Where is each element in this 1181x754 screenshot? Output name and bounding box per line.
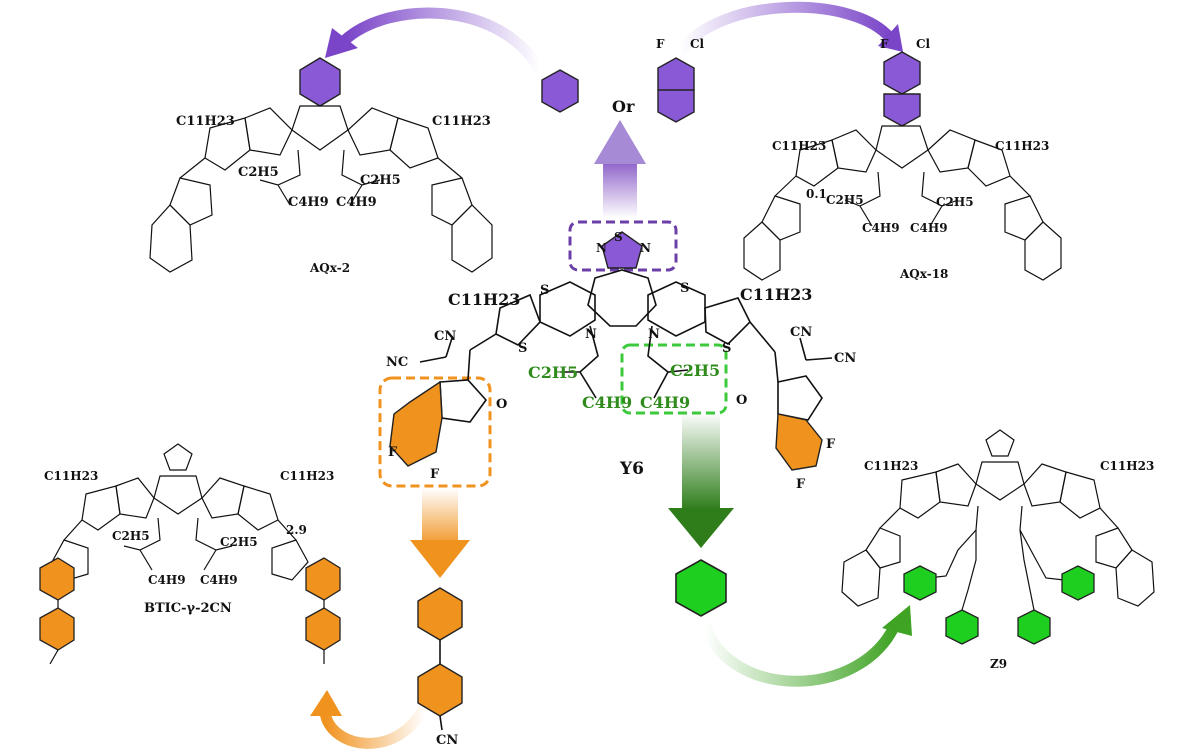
arrow-down-orange-shaft — [422, 488, 458, 548]
aqx18-chain-a-right: C2H5 — [936, 195, 974, 209]
y6-o-left: O — [496, 397, 507, 412]
y6-chain-right-ethyl: C2H5 — [670, 361, 720, 380]
aqx18-cl: Cl — [916, 37, 931, 51]
y6-atom-s-1: S — [540, 283, 549, 298]
y6-f-left-1: F — [388, 445, 398, 460]
aqx18-chain-b-right: C4H9 — [910, 221, 948, 235]
btic-name: BTIC-γ-2CN — [144, 601, 232, 616]
aqx18-alkyl-left: C11H23 — [772, 139, 826, 153]
btic-alkyl-right: C11H23 — [280, 469, 334, 483]
btic-chain-a-left: C2H5 — [112, 529, 150, 543]
arrow-head-aqx18 — [878, 24, 903, 52]
aqx18-name: AQx-18 — [899, 267, 948, 281]
y6-label: Y6 — [619, 459, 644, 479]
btic-marker: 2.9 — [286, 523, 307, 537]
z9-skeleton — [841, 429, 1155, 645]
arrow-up-shaft — [603, 162, 637, 218]
box-green — [620, 343, 728, 415]
btic-chain-a-right: C2H5 — [220, 535, 258, 549]
arrow-down-green-shaft — [682, 412, 720, 510]
aqx18-marker: 0.1 — [806, 187, 827, 201]
btic-chain-b-right: C4H9 — [200, 573, 238, 587]
y6-atom-n-thiadiazole-left: N — [596, 241, 607, 255]
arrow-curve-to-aqx18 — [675, 1, 895, 56]
aqx2-skeleton — [149, 57, 493, 273]
quinoxaline-f: F — [656, 37, 665, 51]
arrow-down-green-head — [668, 508, 734, 548]
arrow-curve-orange — [319, 702, 431, 749]
y6-chain-right-butyl: C4H9 — [640, 393, 690, 412]
arrow-head-orange — [310, 690, 342, 716]
y6-skeleton — [389, 231, 833, 471]
z9-alkyl-left: C11H23 — [864, 459, 918, 473]
aqx18-skeleton — [743, 51, 1062, 281]
biphenyl-cn: CN — [436, 733, 458, 748]
y6-atom-s-3: S — [680, 281, 689, 296]
y6-atom-s-thiadiazole: S — [614, 230, 623, 244]
y6-cn-right: CN — [834, 351, 856, 366]
y6-cn-left: CN — [434, 329, 456, 344]
aqx18-alkyl-right: C11H23 — [995, 139, 1049, 153]
y6-atom-n-thiadiazole-right: N — [640, 241, 651, 255]
y6-atom-n-right: N — [648, 327, 660, 342]
aqx18-chain-b-left: C4H9 — [862, 221, 900, 235]
arrow-curve-to-aqx2 — [341, 7, 545, 73]
aqx2-alkyl-left: C11H23 — [176, 114, 235, 129]
benzene — [675, 559, 727, 617]
y6-cn-right-top: CN — [790, 325, 812, 340]
biphenyl-nitrile — [417, 587, 463, 731]
aqx2-chain-b-left: C4H9 — [288, 195, 329, 210]
aqx2-chain-a-right: C2H5 — [360, 173, 401, 188]
aqx2-chain-b-right: C4H9 — [336, 195, 377, 210]
btic-skeleton — [39, 443, 341, 665]
box-purple — [568, 220, 678, 272]
aqx2-alkyl-right: C11H23 — [432, 114, 491, 129]
y6-o-right: O — [736, 393, 747, 408]
y6-nc-left: NC — [386, 355, 408, 370]
aqx2-chain-a-left: C2H5 — [238, 165, 279, 180]
pyrazine — [541, 69, 579, 113]
arrow-head-green — [882, 605, 912, 636]
btic-alkyl-left: C11H23 — [44, 469, 98, 483]
y6-atom-s-2: S — [518, 341, 527, 356]
y6-alkyl-left: C11H23 — [448, 290, 520, 309]
aqx18-f: F — [880, 37, 889, 51]
arrow-up-head — [594, 120, 646, 164]
arrow-head-aqx2 — [325, 28, 358, 58]
y6-alkyl-right: C11H23 — [740, 285, 812, 304]
z9-alkyl-right: C11H23 — [1100, 459, 1154, 473]
y6-f-left-2: F — [430, 467, 440, 482]
arrow-down-orange-head — [410, 540, 470, 578]
box-orange — [378, 376, 492, 488]
y6-chain-left-butyl: C4H9 — [582, 393, 632, 412]
y6-atom-n-left: N — [585, 327, 597, 342]
y6-chain-left-ethyl: C2H5 — [528, 363, 578, 382]
aqx2-name: AQx-2 — [309, 261, 350, 275]
chloro-fluoro-quinoxaline — [657, 57, 695, 123]
quinoxaline-cl: Cl — [690, 37, 705, 51]
btic-chain-b-left: C4H9 — [148, 573, 186, 587]
y6-atom-s-4: S — [722, 341, 731, 356]
aqx18-chain-a-left: C2H5 — [826, 193, 864, 207]
arrow-curve-green — [699, 622, 900, 687]
or-label: Or — [612, 97, 635, 116]
y6-f-right-1: F — [826, 437, 836, 452]
y6-f-right-2: F — [796, 477, 806, 492]
z9-name: Z9 — [990, 657, 1007, 671]
